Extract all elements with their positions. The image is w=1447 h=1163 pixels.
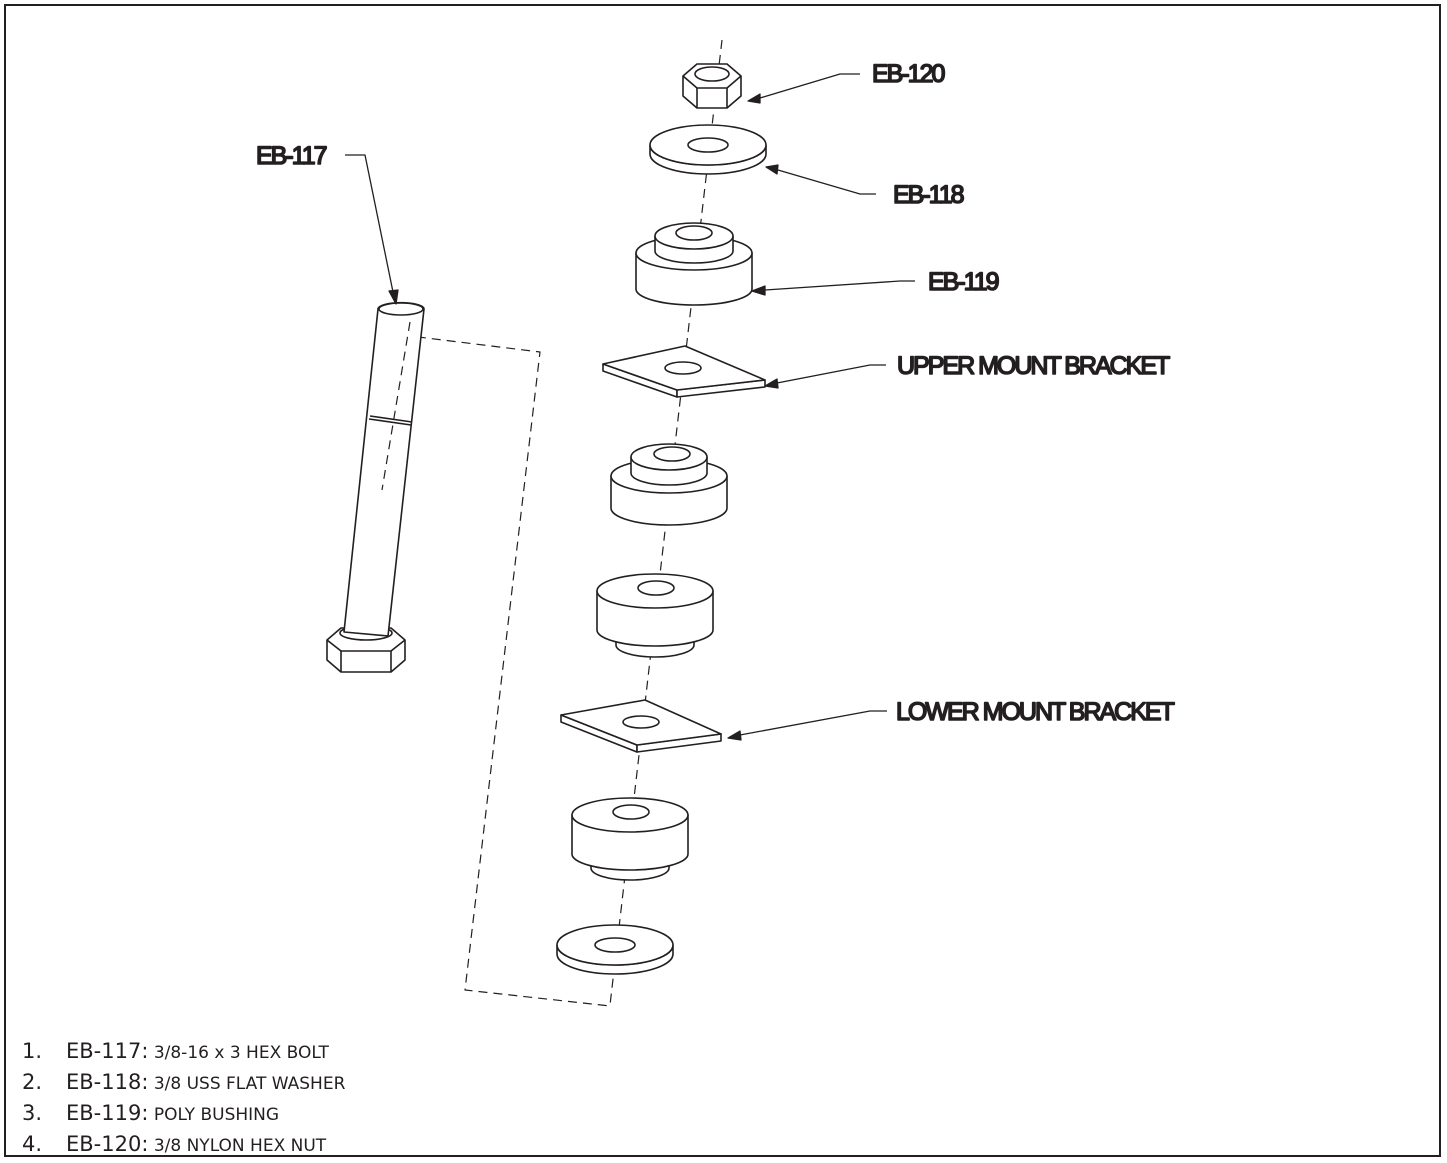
- part-code: EB-117:: [66, 1039, 149, 1063]
- leader-eb120: [759, 73, 860, 99]
- label-eb117: EB-117: [256, 142, 327, 170]
- parts-list: 1. EB-117: 3/8-16 x 3 HEX BOLT 2. EB-118: …: [22, 1036, 345, 1160]
- parts-list-item: 2. EB-118: 3/8 USS FLAT WASHER: [22, 1067, 345, 1098]
- bushing-bottom-part: [571, 797, 689, 881]
- leader-lines: [345, 73, 915, 741]
- item-number: 4.: [22, 1132, 43, 1156]
- lower-mount-bracket-part: [560, 699, 722, 753]
- arrow-lower-bracket-icon: [727, 730, 742, 741]
- item-number: 1.: [22, 1039, 43, 1063]
- part-code: EB-119:: [66, 1101, 149, 1125]
- flat-washer-part: [649, 124, 767, 175]
- arrow-eb118-icon: [765, 164, 779, 175]
- arrow-eb120-icon: [747, 93, 761, 104]
- poly-bushing-part: [635, 222, 753, 306]
- item-number: 2.: [22, 1070, 43, 1094]
- leader-eb118: [777, 169, 876, 195]
- part-description: 3/8-16 x 3 HEX BOLT: [148, 1043, 329, 1063]
- label-eb118: EB-118: [893, 181, 964, 209]
- arrow-upper-bracket-icon: [764, 378, 779, 389]
- part-description: 3/8 NYLON HEX NUT: [148, 1136, 327, 1156]
- flat-washer-bottom-part: [556, 924, 674, 975]
- leader-lower-bracket: [739, 710, 887, 736]
- parts-list-item: 1. EB-117: 3/8-16 x 3 HEX BOLT: [22, 1036, 345, 1067]
- parts-list-item: 3. EB-119: POLY BUSHING: [22, 1098, 345, 1129]
- leader-eb119: [764, 280, 915, 291]
- bushing-lower-upper-part: [596, 573, 714, 658]
- part-code: EB-120:: [66, 1132, 149, 1156]
- label-eb119: EB-119: [928, 268, 999, 296]
- bushing-middle-part: [610, 443, 728, 526]
- hex-nut-part: [682, 63, 742, 109]
- leader-eb117: [345, 154, 394, 293]
- bolt-insertion-path: [401, 334, 611, 1007]
- label-eb120: EB-120: [872, 60, 944, 88]
- part-code: EB-118:: [66, 1070, 149, 1094]
- parts-list-item: 4. EB-120: 3/8 NYLON HEX NUT: [22, 1129, 345, 1160]
- hex-bolt-part: [326, 301, 425, 673]
- upper-mount-bracket-part: [602, 345, 766, 398]
- arrow-eb117-icon: [388, 289, 399, 305]
- leader-upper-bracket: [776, 364, 886, 384]
- arrow-eb119-icon: [751, 285, 766, 296]
- label-lower-mount-bracket: LOWER MOUNT BRACKET: [896, 698, 1175, 726]
- part-description: 3/8 USS FLAT WASHER: [148, 1074, 346, 1094]
- item-number: 3.: [22, 1101, 43, 1125]
- part-description: POLY BUSHING: [148, 1105, 280, 1125]
- label-upper-mount-bracket: UPPER MOUNT BRACKET: [897, 352, 1170, 380]
- drawing-frame: [4, 4, 1441, 1157]
